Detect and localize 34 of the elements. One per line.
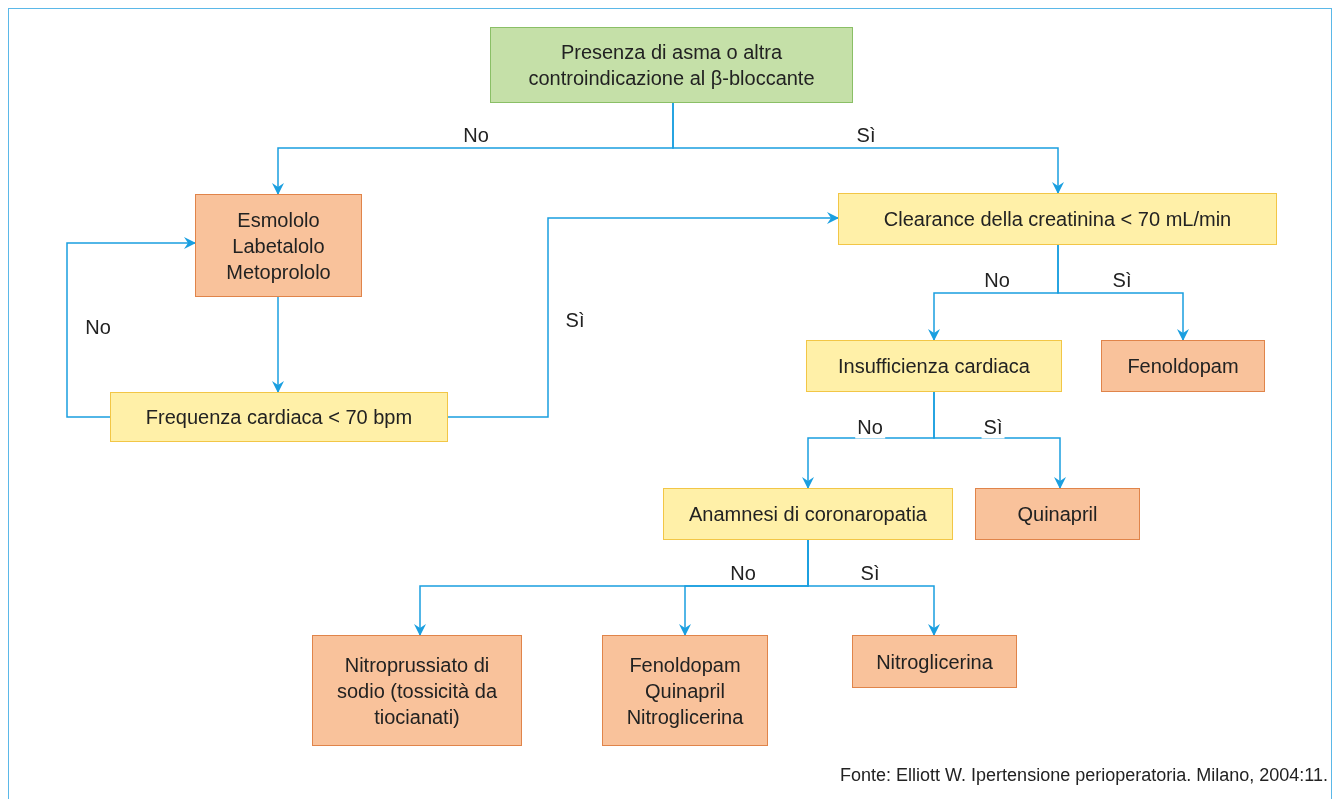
treatment-box bbox=[1101, 340, 1265, 392]
node-text: Fenoldopam bbox=[1127, 354, 1239, 379]
drug-name: Metoprololo bbox=[226, 259, 331, 285]
node-text: Quinapril bbox=[1017, 502, 1098, 527]
source-caption: Fonte: Elliott W. Ipertensione perioperatoria. Milano, 2004:11. bbox=[840, 765, 1328, 786]
drug-name: Esmololo bbox=[237, 207, 320, 233]
arrow bbox=[807, 539, 940, 636]
treatment-box bbox=[312, 635, 522, 746]
decision-box bbox=[806, 340, 1062, 392]
drug-name: Nitroglicerina bbox=[626, 704, 744, 730]
decision-box bbox=[110, 392, 448, 442]
node-text: Presenza di asma o altra controindicazione al β-bloccante bbox=[527, 40, 816, 91]
treatment-box bbox=[195, 194, 362, 297]
arrow bbox=[933, 391, 1066, 489]
start-box bbox=[490, 27, 853, 103]
treatment-box bbox=[602, 635, 768, 746]
treatment-box bbox=[852, 635, 1017, 688]
drug-name: Labetalolo bbox=[232, 233, 325, 259]
node-text: Clearance della creatinina < 70 mL/min bbox=[883, 207, 1232, 232]
arrow bbox=[272, 296, 284, 393]
treatment-box bbox=[975, 488, 1140, 540]
arrow bbox=[672, 102, 1064, 194]
node-text: Nitroglicerina bbox=[876, 649, 993, 675]
node-text: Nitroprussiato di sodio (tossicità da tiocianati) bbox=[335, 652, 499, 730]
drug-name: Quinapril bbox=[644, 678, 725, 704]
drug-name: Fenoldopam bbox=[629, 652, 741, 678]
node-text: Frequenza cardiaca < 70 bpm bbox=[145, 405, 413, 430]
arrow bbox=[1057, 244, 1189, 341]
decision-box bbox=[838, 193, 1277, 245]
node-text: Anamnesi di coronaropatia bbox=[689, 502, 927, 527]
node-text: Insufficienza cardiaca bbox=[838, 354, 1030, 379]
arrow bbox=[447, 212, 839, 418]
decision-box bbox=[663, 488, 953, 540]
arrow bbox=[66, 237, 196, 418]
